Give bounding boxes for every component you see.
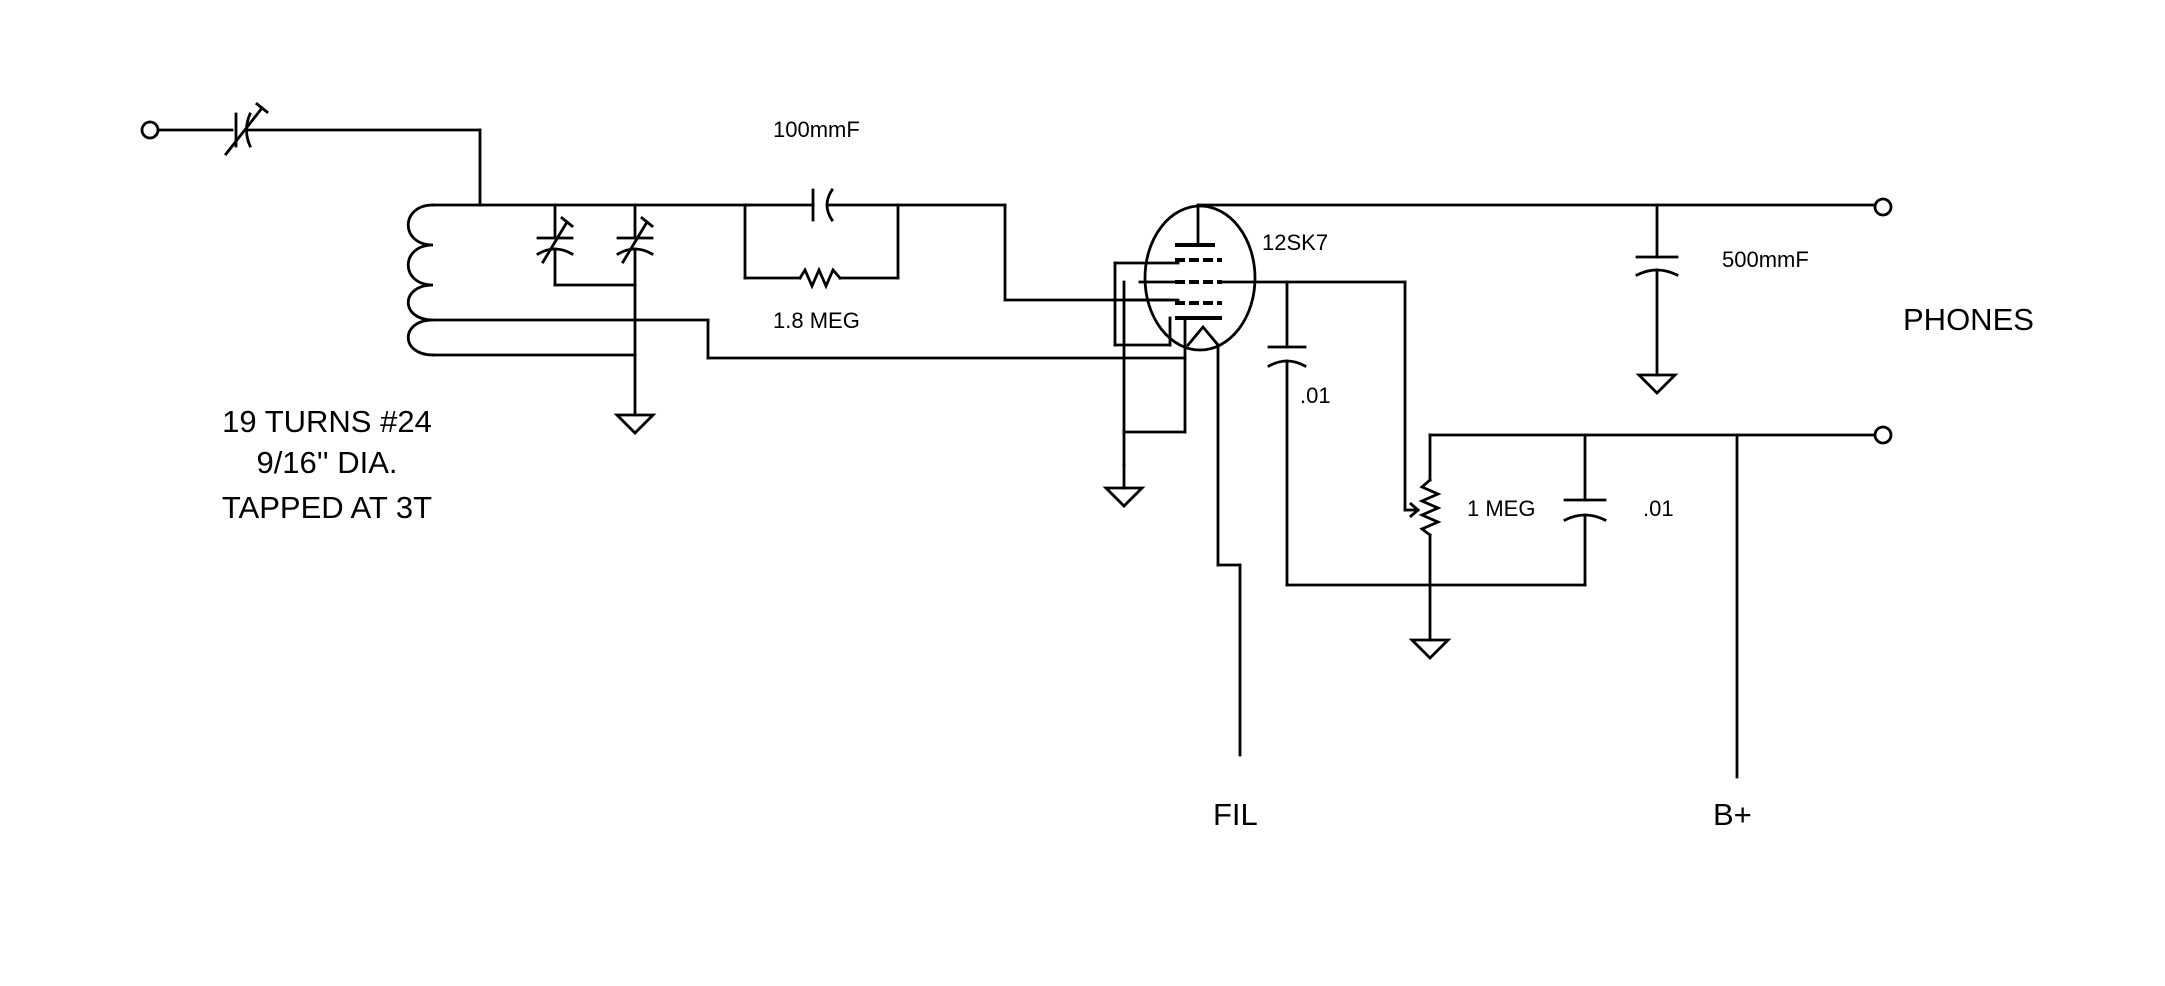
regen-control: 1 MEG .01 — [1403, 280, 1893, 779]
cap-01-a-label: .01 — [1300, 383, 1331, 408]
phones-terminal-1 — [1873, 197, 1893, 217]
tube-label: 12SK7 — [1262, 230, 1328, 255]
grid-leak-network: 100mmF 1.8 MEG — [743, 117, 1007, 333]
antenna-input — [140, 102, 482, 207]
tuning-capacitors — [536, 203, 657, 435]
cap-01-b-label: .01 — [1643, 496, 1674, 521]
ground-symbol-4 — [1408, 638, 1452, 660]
bplus-label: B+ — [1713, 797, 1752, 832]
plate-circuit: 500mmF PHONES — [1196, 197, 2034, 395]
tuning-coil — [407, 203, 1187, 360]
ground-symbol-3 — [1635, 373, 1679, 395]
res-18-label: 1.8 MEG — [773, 308, 860, 333]
fil-label: FIL — [1213, 797, 1258, 832]
potentiometer-1meg — [1418, 478, 1442, 537]
pot-1meg-label: 1 MEG — [1467, 496, 1535, 521]
phones-label: PHONES — [1903, 302, 2034, 337]
coil-spec-line3: TAPPED AT 3T — [222, 490, 432, 525]
screen-bypass: .01 — [1267, 280, 1587, 587]
phones-terminal-2 — [1873, 425, 1893, 445]
ground-symbol-1 — [613, 413, 657, 435]
cap-100-label: 100mmF — [773, 117, 860, 142]
tube-envelope — [1143, 204, 1257, 352]
cap-500-label: 500mmF — [1722, 247, 1809, 272]
ground-symbol-2 — [1102, 486, 1146, 508]
antenna-terminal — [140, 120, 160, 140]
coil-spec-line1: 19 TURNS #24 — [222, 404, 432, 439]
tube-12sk7: 12SK7 — [1113, 203, 1407, 757]
coil-spec-line2: 9/16'' DIA. — [256, 445, 397, 480]
